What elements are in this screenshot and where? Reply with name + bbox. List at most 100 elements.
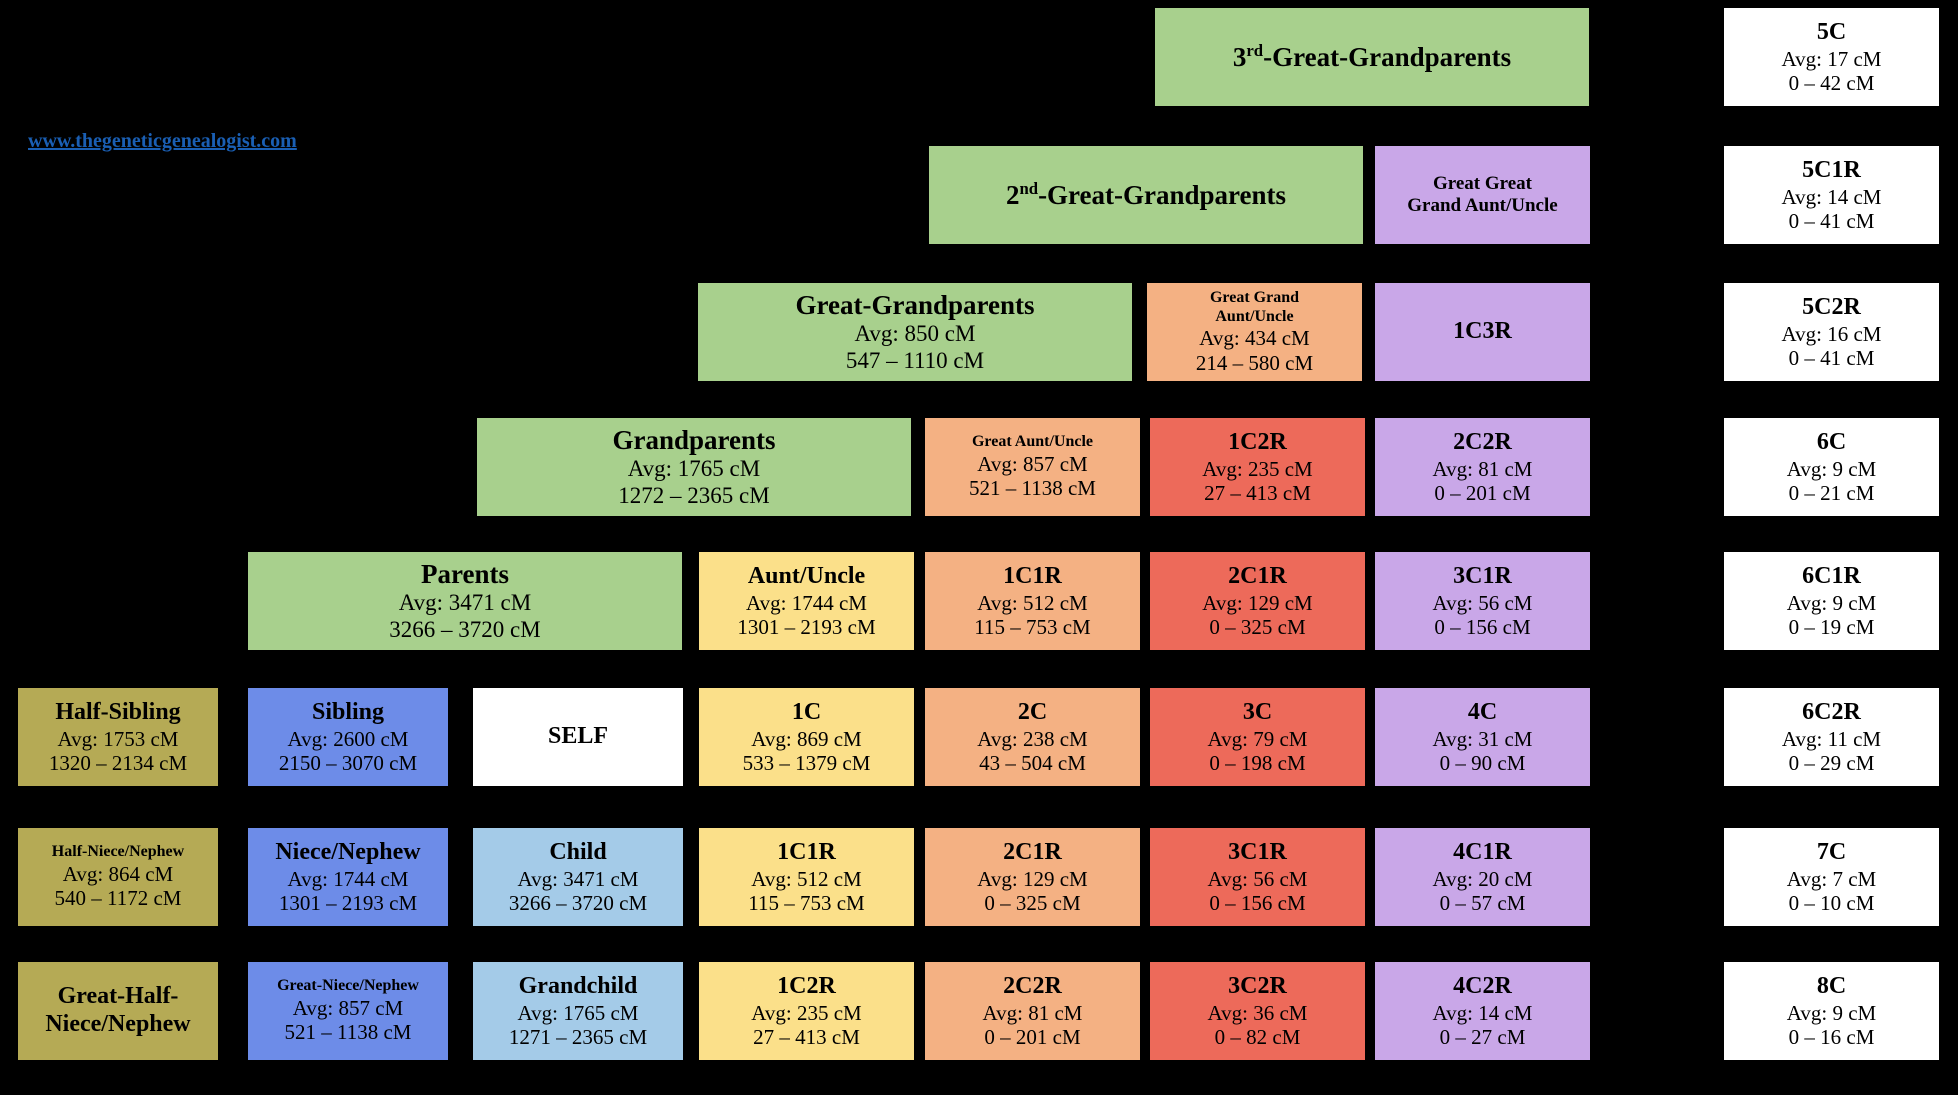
cell-range-cm: 0 – 201 cM [1434,480,1531,505]
cell-average-cm: Avg: 3471 cM [517,866,639,891]
cell-range-cm: 0 – 57 cM [1439,890,1526,915]
cell-title: SELF [547,723,609,750]
cell-title-line: Great-Half- [57,983,179,1010]
cell-average-cm: Avg: 9 cM [1786,590,1877,615]
cell-title-ordinal-base: 2 [1005,179,1020,210]
cell-title: 1C [791,698,822,725]
cell-range-cm: 0 – 19 cM [1788,614,1875,639]
cell-range-cm: 2150 – 3070 cM [278,750,418,775]
cell-range-cm: 0 – 29 cM [1788,750,1875,775]
cell-title-line: Great Grand [1209,289,1300,307]
cell-average-cm: Avg: 79 cM [1207,726,1308,751]
cell-average-cm: Avg: 16 cM [1781,321,1882,346]
cell-range-cm: 540 – 1172 cM [54,886,182,911]
cell-title: 2C2R [1003,972,1062,999]
cell-average-cm: Avg: 56 cM [1207,866,1308,891]
cell-range-cm: 0 – 41 cM [1788,345,1875,370]
cell-range-cm: 1320 – 2134 cM [48,750,188,775]
cell-title-line: Grand Aunt/Uncle [1407,195,1558,216]
cell-title: Grandchild [518,972,638,999]
cell-title: 3C2R [1228,972,1287,999]
cell-title: 7C [1816,838,1847,865]
cell-average-cm: Avg: 857 cM [292,995,404,1020]
cell-range-cm: 43 – 504 cM [979,750,1086,775]
cell-range-cm: 214 – 580 cM [1195,350,1314,375]
cell-range-cm: 521 – 1138 cM [969,476,1096,501]
cell-title: 1C2R [1228,428,1287,455]
cell-title-line: Aunt/Uncle [1215,307,1294,325]
cell-average-cm: Avg: 2600 cM [287,726,409,751]
cell-range-cm: 3266 – 3720 cM [389,616,541,642]
cell-title: Half-Sibling [55,698,181,725]
cell-average-cm: Avg: 14 cM [1432,1000,1533,1025]
cell-average-cm: Avg: 20 cM [1432,866,1533,891]
cell-range-cm: 115 – 753 cM [748,890,865,915]
cell-range-cm: 3266 – 3720 cM [508,890,648,915]
cell-title: 3C [1242,698,1273,725]
site-url-link[interactable]: www.thegeneticgenealogist.com [28,130,297,152]
cell-title: 5C [1816,18,1847,45]
cell-title: Sibling [311,698,385,725]
cell-title: 1C1R [1003,562,1062,589]
cell-title: 6C1R [1802,562,1861,589]
cell-title: 8C [1816,972,1847,999]
cell-great-half-niece-nephew: Great-Half-Niece/Nephew [18,962,218,1060]
cell-range-cm: 533 – 1379 cM [742,750,871,775]
cell-range-cm: 1301 – 2193 cM [737,614,876,639]
cell-average-cm: Avg: 81 cM [1432,456,1533,481]
cell-range-cm: 0 – 325 cM [984,890,1081,915]
cell-title-ordinal-suffix: rd [1246,40,1264,60]
cell-average-cm: Avg: 857 cM [977,451,1088,476]
cell-third-great-grandparents: 3rd-Great-Grandparents [1155,8,1589,106]
cell-title-tail: -Great-Grandparents [1263,41,1512,72]
cell-title: 2C1R [1228,562,1287,589]
cell-range-cm: 0 – 198 cM [1209,750,1306,775]
cell-title: 5C2R [1802,293,1861,320]
cell-range-cm: 0 – 16 cM [1788,1024,1875,1049]
cell-average-cm: Avg: 850 cM [854,320,976,346]
cell-range-cm: 0 – 90 cM [1439,750,1526,775]
cell-title: 1C1R [777,838,836,865]
cell-average-cm: Avg: 1765 cM [627,455,761,481]
cell-average-cm: Avg: 1744 cM [287,866,409,891]
cell-average-cm: Avg: 1765 cM [517,1000,639,1025]
cell-title: Niece/Nephew [275,838,421,865]
cell-range-cm: 0 – 82 cM [1214,1024,1301,1049]
cell-average-cm: Avg: 864 cM [62,861,174,886]
cell-title: 2nd-Great-Grandparents [1006,179,1286,211]
cell-title: 4C [1467,698,1498,725]
cell-title: Great-Niece/Nephew [277,977,419,995]
cell-title-line: Great Great [1432,172,1532,194]
cell-title: 6C2R [1802,698,1861,725]
cell-average-cm: Avg: 235 cM [751,1000,862,1025]
cell-average-cm: Avg: 235 cM [1202,456,1313,481]
cell-range-cm: 0 – 27 cM [1439,1024,1526,1049]
cell-average-cm: Avg: 512 cM [751,866,862,891]
cell-average-cm: Avg: 81 cM [982,1000,1083,1025]
cell-title: 2C [1017,698,1048,725]
cell-average-cm: Avg: 11 cM [1781,726,1882,751]
cell-average-cm: Avg: 238 cM [977,726,1088,751]
cell-title: Grandparents [612,424,776,455]
